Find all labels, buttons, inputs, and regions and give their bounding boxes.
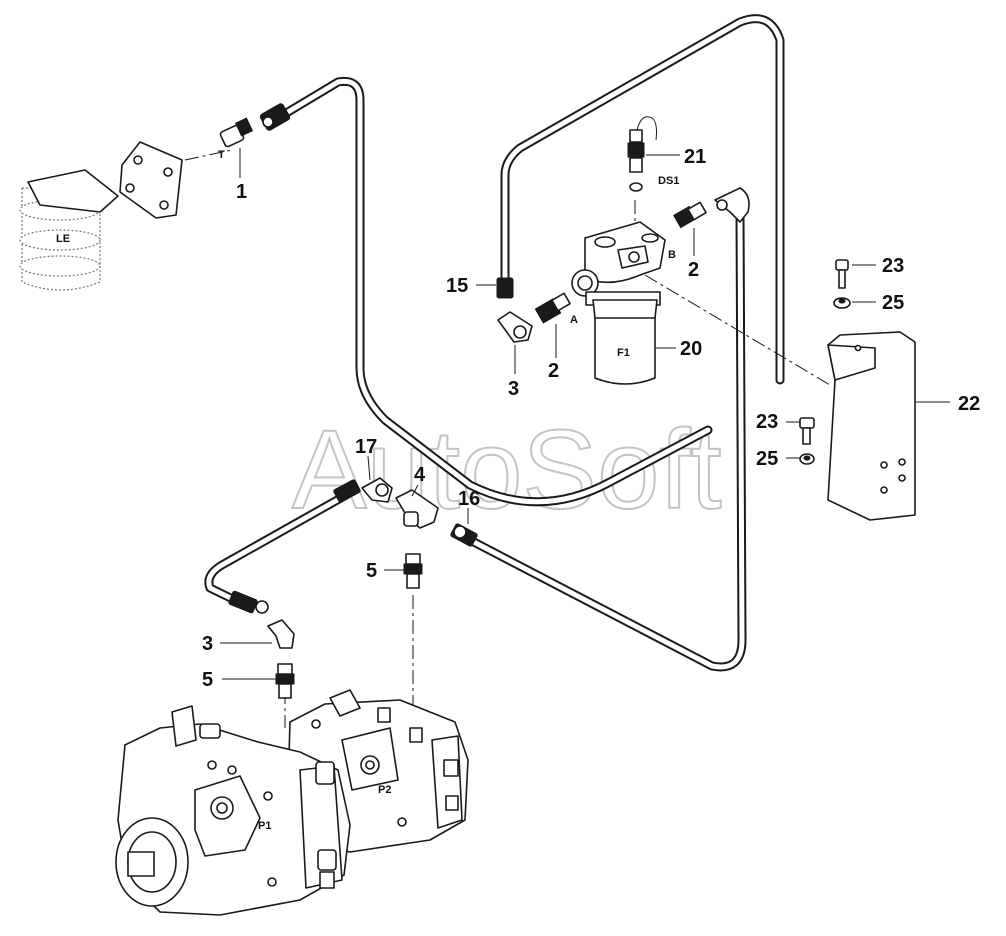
callout-16: 16	[458, 488, 480, 510]
assembly-line-tank	[184, 149, 233, 161]
tee-fitting-4	[395, 489, 439, 529]
le-reservoir: LE	[19, 169, 119, 291]
pipe-end-15	[496, 277, 514, 299]
callout-25a: 25	[882, 292, 904, 314]
tag-t: T	[218, 149, 225, 161]
callout-2b: 2	[688, 259, 699, 281]
filter-head	[571, 221, 666, 306]
callout-15: 15	[446, 275, 468, 297]
fitting-1	[219, 117, 254, 148]
tag-p1: P1	[258, 820, 271, 832]
tag-p2: P2	[378, 784, 391, 796]
filter-bowl-f1: F1	[592, 299, 658, 385]
assembly-line-filter-bracket	[644, 274, 831, 386]
fitting-2-port-a	[534, 292, 571, 324]
elbow-17	[333, 477, 393, 503]
callout-21: 21	[684, 146, 706, 168]
connector-5-upper	[403, 553, 423, 589]
flange-plate	[119, 141, 183, 219]
callout-1: 1	[236, 181, 247, 203]
callout-5a: 5	[366, 560, 377, 582]
pipe-suction-left	[204, 485, 360, 610]
washer-25-lower	[799, 453, 815, 465]
fitting-2-port-b	[673, 201, 707, 229]
callout-2a: 2	[548, 360, 559, 382]
bolt-23-lower	[799, 417, 815, 445]
callout-25b: 25	[756, 448, 778, 470]
callout-23b: 23	[756, 411, 778, 433]
pipe-loop-outer	[500, 14, 785, 385]
elbow-3-lower	[267, 619, 295, 649]
callout-3a: 3	[508, 378, 519, 400]
tag-f1: F1	[617, 347, 630, 359]
elbow-fitting-top-right	[714, 187, 750, 223]
callout-4: 4	[414, 464, 426, 486]
callout-23a: 23	[882, 255, 904, 277]
pipe-loop-upper	[278, 76, 713, 507]
tag-ds1: DS1	[658, 175, 679, 187]
pipe-end-fitting-left	[228, 590, 269, 614]
connector-5-lower	[275, 663, 295, 699]
callout-22: 22	[958, 393, 980, 415]
pipe-end-16	[450, 523, 478, 547]
elbow-3-upper	[497, 311, 533, 343]
washer-25-upper	[833, 297, 851, 309]
pressure-switch-ds1	[627, 116, 657, 192]
tag-b: B	[668, 249, 676, 261]
bolt-23-upper	[835, 259, 849, 289]
callout-5b: 5	[202, 669, 213, 691]
pipe-return-right	[465, 210, 747, 672]
callout-3b: 3	[202, 633, 213, 655]
watermark-text: AutoSoft	[292, 407, 722, 532]
pump-p1: P1	[115, 705, 351, 916]
tag-le: LE	[56, 233, 70, 245]
mounting-bracket-22	[827, 331, 916, 521]
callout-17: 17	[355, 436, 377, 458]
tag-a: A	[570, 314, 578, 326]
callout-20: 20	[680, 338, 702, 360]
pipe-end-fitting-top	[259, 103, 291, 131]
